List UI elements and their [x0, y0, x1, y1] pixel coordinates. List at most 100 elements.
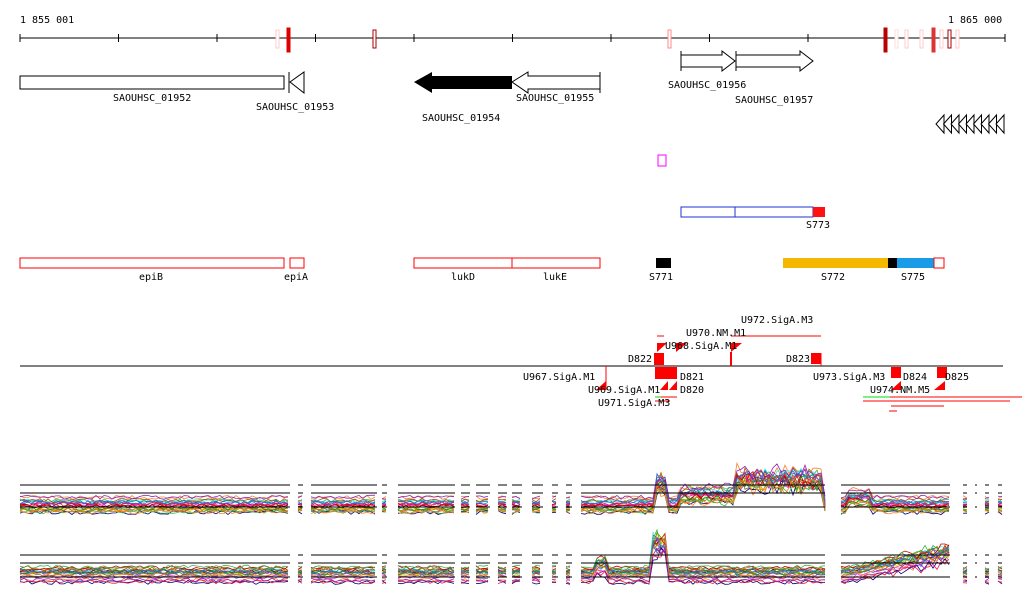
expression-line — [531, 509, 541, 514]
expression-line — [840, 551, 950, 577]
expression-line — [460, 511, 470, 513]
feature-label-D820[interactable]: D820 — [680, 385, 704, 396]
expression-line — [580, 532, 826, 572]
expression-line — [397, 500, 455, 505]
expression-line — [984, 500, 990, 505]
gene-SAOUHSC_01952[interactable]: SAOUHSC_01952 — [19, 75, 285, 104]
expression-line — [840, 488, 950, 500]
gene-SAOUHSC_01954[interactable]: SAOUHSC_01954 — [414, 72, 512, 124]
expression-line — [460, 503, 470, 507]
expression-line — [19, 572, 289, 578]
expression-line — [461, 582, 470, 585]
expression-line — [19, 509, 289, 515]
gene-lukE[interactable]: lukE — [511, 257, 601, 283]
segment-S771[interactable] — [656, 258, 671, 268]
expression-line — [497, 502, 507, 505]
expression-line — [565, 569, 571, 572]
expression-line — [840, 498, 950, 511]
segment-box[interactable] — [734, 206, 814, 218]
expression-line — [997, 578, 1003, 580]
expression-line — [19, 565, 289, 571]
expression-line — [962, 570, 968, 574]
expression-line — [984, 511, 990, 515]
segment-S773[interactable] — [813, 207, 825, 217]
expression-line — [297, 573, 303, 577]
tiling-mark — [939, 29, 944, 49]
gene-cluster-arrows[interactable] — [935, 113, 1005, 135]
gene-SAOUHSC_01955[interactable]: SAOUHSC_01955 — [511, 71, 601, 104]
expression-line — [381, 571, 387, 574]
gene-arrow — [995, 113, 1005, 135]
feature-label-D824[interactable]: D824 — [903, 372, 927, 383]
gene-SAOUHSC_01956[interactable]: SAOUHSC_01956 — [668, 49, 746, 91]
expression-line — [531, 510, 541, 513]
feature-label[interactable]: U968.SigA.M1 — [665, 341, 737, 352]
expression-line — [551, 507, 557, 511]
gene-arrow — [950, 113, 960, 135]
expression-line — [460, 508, 470, 511]
feature-label[interactable]: U970.NM.M1 — [686, 328, 746, 339]
expression-line — [475, 564, 489, 568]
gene-epiA[interactable]: epiA — [284, 257, 308, 283]
segment-dark[interactable] — [888, 258, 897, 268]
expression-line — [460, 571, 470, 575]
expression-line — [551, 500, 557, 503]
segment-S775[interactable] — [897, 258, 934, 268]
expression-line — [381, 509, 387, 512]
expression-line — [580, 538, 826, 571]
feature-label[interactable]: U974.NM.M5 — [870, 385, 930, 396]
expression-line — [984, 582, 990, 585]
segment-S772[interactable] — [783, 258, 888, 268]
expression-line — [460, 567, 470, 569]
expression-line — [984, 580, 990, 584]
expression-line — [310, 501, 376, 507]
feature-label-D821[interactable]: D821 — [680, 372, 704, 383]
expression-line — [984, 573, 990, 577]
expression-line — [997, 510, 1003, 515]
expression-line — [460, 500, 470, 505]
feature-label[interactable]: U973.SigA.M3 — [813, 372, 885, 383]
expression-line — [997, 572, 1003, 576]
feature-label-D822[interactable]: D822 — [628, 354, 652, 365]
gene-SAOUHSC_01957[interactable]: SAOUHSC_01957 — [735, 49, 814, 106]
expression-line — [497, 509, 507, 513]
expression-line — [551, 495, 557, 500]
expression-line — [310, 577, 376, 583]
expression-line — [19, 494, 289, 500]
segment-box[interactable] — [680, 206, 736, 218]
expression-line — [565, 501, 571, 505]
expression-line — [511, 570, 521, 573]
feature-label[interactable]: U972.SigA.M3 — [741, 315, 813, 326]
tiling-mark — [931, 27, 936, 53]
tiling-mark — [667, 29, 672, 49]
gene-epiB[interactable]: epiB — [19, 257, 285, 283]
expression-line — [840, 494, 950, 505]
segment-box[interactable] — [933, 257, 945, 269]
feature-label-D823[interactable]: D823 — [786, 354, 810, 365]
expression-line — [962, 572, 968, 576]
expression-line — [962, 580, 968, 583]
expression-line — [297, 565, 303, 568]
tiling-mark — [919, 29, 924, 49]
gene-SAOUHSC_01953[interactable]: SAOUHSC_01953 — [256, 71, 334, 113]
feature-label[interactable]: U971.SigA.M3 — [598, 398, 670, 409]
feature-label[interactable]: U967.SigA.M1 — [523, 372, 595, 383]
expression-line — [565, 500, 571, 503]
expression-line — [531, 582, 541, 585]
gene-arrow — [965, 113, 975, 135]
feature-label[interactable]: U969.SigA.M1 — [588, 385, 660, 396]
expression-line — [310, 565, 376, 570]
tiling-mark — [372, 29, 377, 49]
feature-label-D825[interactable]: D825 — [945, 372, 969, 383]
expression-line — [511, 570, 521, 575]
expression-line — [497, 572, 507, 577]
expression-line — [511, 574, 521, 577]
expression-line — [460, 495, 470, 500]
expression-line — [997, 511, 1003, 515]
expression-line — [310, 580, 376, 585]
gene-label: SAOUHSC_01952 — [113, 93, 191, 104]
gene-lukD[interactable]: lukD — [413, 257, 513, 283]
expression-line — [580, 538, 826, 576]
expression-line — [551, 571, 557, 574]
